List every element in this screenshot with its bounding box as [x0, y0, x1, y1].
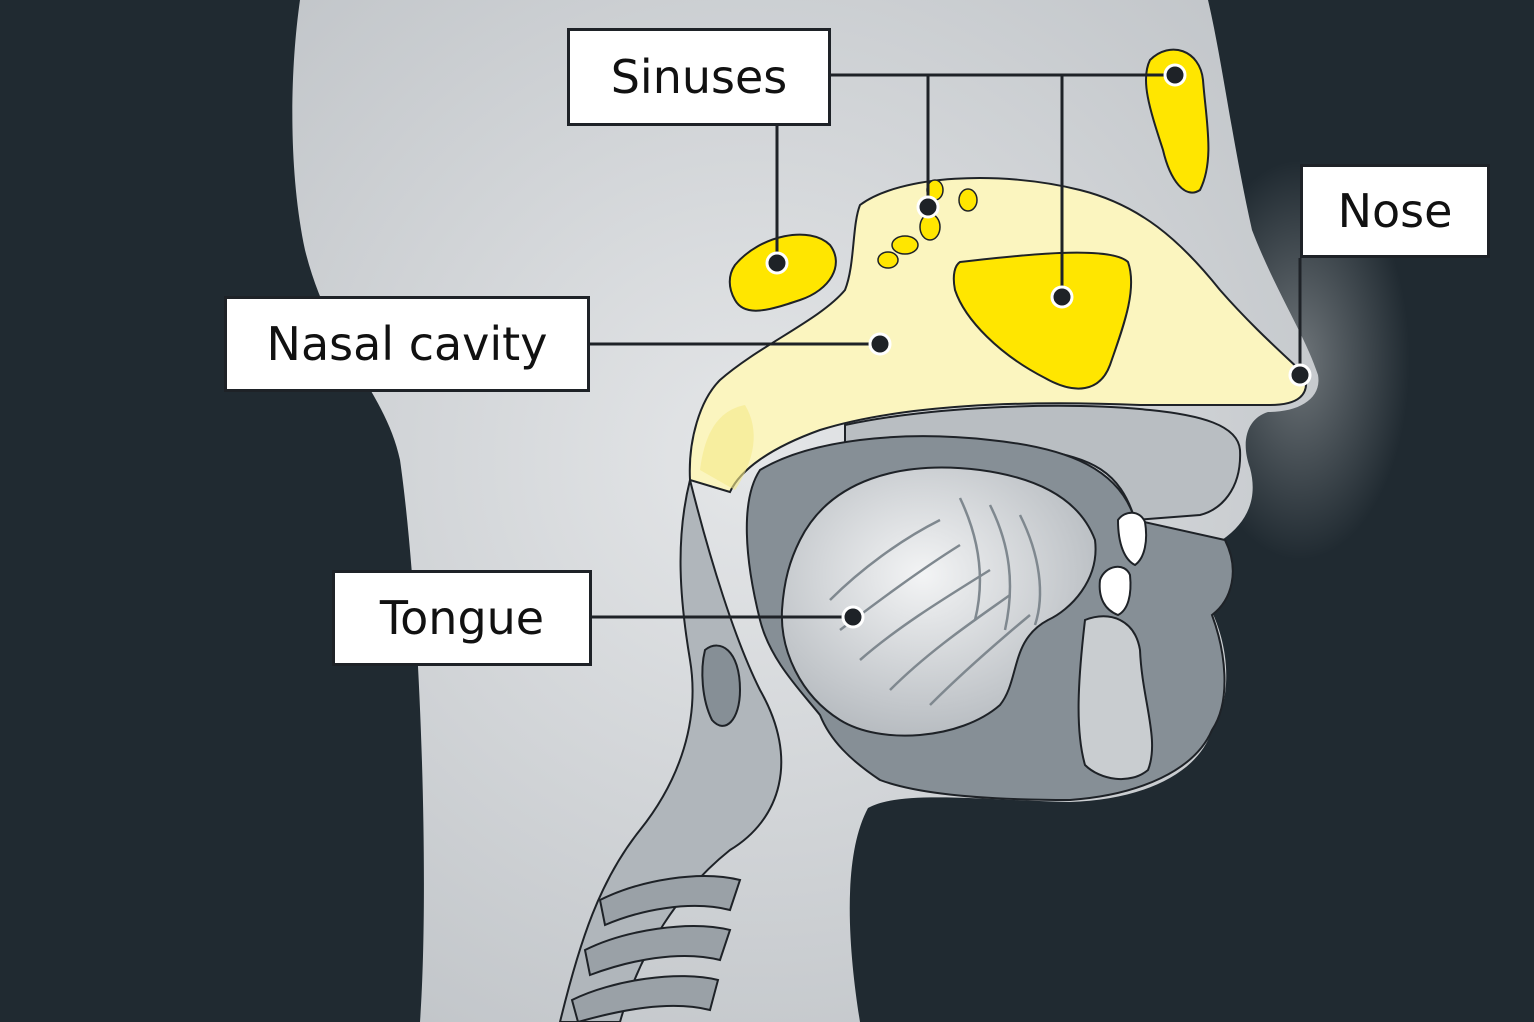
ethmoid-sinus-cell	[877, 251, 899, 269]
nose-label-text: Nose	[1337, 184, 1453, 238]
tongue-label-text: Tongue	[379, 591, 545, 645]
nasal-cavity-label-text: Nasal cavity	[266, 317, 548, 371]
nasal-turbinate-shade	[700, 405, 754, 490]
lower-teeth	[1098, 565, 1132, 617]
mandible	[1077, 615, 1154, 781]
sinus-marker-frontal	[1163, 63, 1187, 87]
maxillary-sinus	[952, 251, 1133, 390]
marker-dots	[765, 63, 1312, 629]
tongue-label: Tongue	[332, 570, 592, 666]
sinus-marker-maxillary	[1050, 285, 1074, 309]
nose-marker	[1288, 363, 1312, 387]
sinuses-label: Sinuses	[567, 28, 831, 126]
tongue-marker	[841, 605, 865, 629]
upper-teeth	[1116, 511, 1148, 567]
leader-lines	[590, 73, 1302, 619]
ethmoid-sinus-cell	[958, 188, 978, 212]
nasal-cavity-label: Nasal cavity	[224, 296, 590, 392]
nasal-cavity-marker	[868, 332, 892, 356]
sinuses-label-text: Sinuses	[610, 50, 788, 104]
frontal-sinus	[1144, 48, 1210, 194]
nose-label: Nose	[1300, 164, 1490, 258]
sinus-marker-sphenoid	[765, 251, 789, 275]
epiglottis	[701, 644, 742, 727]
trachea-rings	[570, 875, 742, 1022]
ethmoid-sinus-cell	[891, 235, 919, 255]
sinus-marker-ethmoid	[916, 195, 940, 219]
tongue-fibers	[829, 497, 1042, 706]
